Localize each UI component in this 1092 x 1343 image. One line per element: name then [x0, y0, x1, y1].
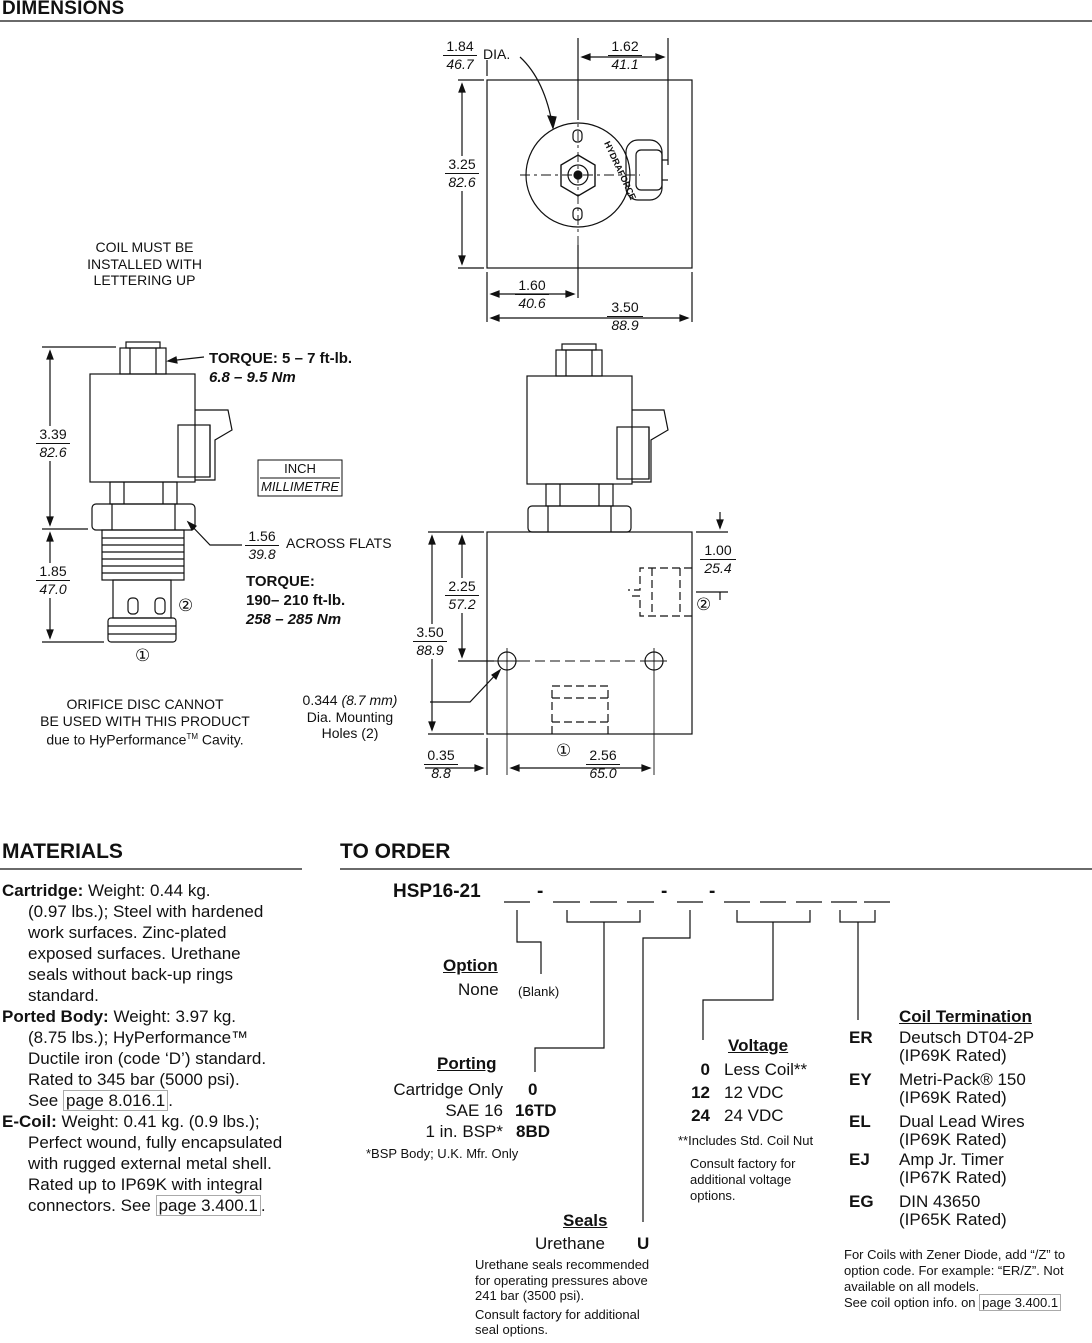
torque-body-metric: 258 – 285 Nm [246, 611, 342, 628]
dimensions-heading: DIMENSIONS [2, 0, 125, 19]
porting-title: Porting [437, 1054, 497, 1073]
across-flats-label: ACROSS FLATS [286, 535, 392, 551]
order-code-lines [504, 901, 890, 1222]
seals-title: Seals [563, 1211, 608, 1230]
port-2-marker-right: ② [696, 595, 712, 614]
unit-legend-inch: INCH [284, 461, 316, 476]
orifice-note-line-1: ORIFICE DISC CANNOT [66, 696, 224, 712]
code-separator-3: - [709, 881, 716, 902]
coil-note: COIL MUST BE INSTALLED WITH LETTERING UP [72, 239, 217, 289]
dia-label: DIA. [483, 46, 511, 62]
coil-note-line-3: LETTERING UP [93, 272, 196, 288]
coil-termination-notes: For Coils with Zener Diode, add “/Z” to … [844, 1247, 1066, 1311]
voltage-notes: Consult factory for additional voltage o… [690, 1156, 796, 1203]
torque-body-label: TORQUE: [246, 573, 315, 590]
top-view-drawing: HYDRAFORCE [458, 38, 693, 322]
option-title: Option [443, 956, 498, 975]
torque-body-imperial: 190– 210 ft-lb. [246, 592, 346, 609]
port-2-marker-left: ② [178, 596, 194, 615]
option-none-label: None [458, 980, 499, 999]
cartridge-side-drawing [42, 341, 242, 643]
coil-option-page-link[interactable]: page 3.400.1 [979, 1294, 1062, 1311]
cartridge-line-1: Cartridge: Weight: 0.44 kg. [2, 881, 211, 900]
coil-note-line-2: INSTALLED WITH [87, 255, 202, 272]
orifice-note-line-2: BE USED WITH THIS PRODUCT [40, 712, 250, 729]
voltage-title: Voltage [728, 1036, 789, 1055]
porting-row-bsp: 1 in. BSP*8BD [425, 1122, 551, 1141]
coil-termination-title: Coil Termination [899, 1007, 1032, 1026]
ported-body-page-link[interactable]: page 8.016.1 [62, 1090, 169, 1111]
coil-note-line-1: COIL MUST BE [95, 239, 194, 255]
code-separator-2: - [661, 881, 668, 902]
model-code: HSP16-21 [393, 881, 481, 902]
port-1-marker-left: ① [135, 646, 151, 665]
torque-nut-note: TORQUE: 5 – 7 ft-lb. 6.8 – 9.5 Nm [209, 349, 352, 387]
code-separators: - [537, 881, 544, 902]
mounting-hole-note: 0.344 (8.7 mm) Dia. Mounting Holes (2) [302, 692, 398, 741]
seals-notes: Urethane seals recommended for operating… [475, 1257, 650, 1337]
option-blank-code: (Blank) [518, 984, 560, 999]
ported-body-line-1: Ported Body: Weight: 3.97 kg. [2, 1007, 236, 1026]
torque-body-note: TORQUE: 190– 210 ft-lb. 258 – 285 Nm [246, 572, 345, 629]
materials-list: Cartridge: Weight: 0.44 kg. (0.97 lbs.);… [2, 880, 302, 1216]
ecoil-line-1: E-Coil: Weight: 0.41 kg. (0.9 lbs.); [2, 1112, 260, 1131]
orifice-note-line-3: due to HyPerformanceTM Cavity. [46, 731, 244, 748]
brand-text: HYDRAFORCE [602, 140, 638, 202]
order-heading: TO ORDER [340, 840, 451, 863]
voltage-footnote: **Includes Std. Coil Nut [678, 1133, 814, 1148]
seals-urethane-label: Urethane [535, 1234, 605, 1253]
torque-nut-metric: 6.8 – 9.5 Nm [209, 369, 296, 386]
torque-nut-label: TORQUE: 5 – 7 ft-lb. [209, 350, 353, 367]
port-1-marker-right: ① [556, 741, 572, 760]
porting-note: *BSP Body; U.K. Mfr. Only [366, 1146, 519, 1161]
unit-legend-box [257, 459, 343, 497]
body-side-drawing [425, 343, 728, 775]
materials-heading: MATERIALS [2, 840, 123, 863]
orifice-note: ORIFICE DISC CANNOT BE USED WITH THIS PR… [20, 696, 270, 748]
unit-legend-mm: MILLIMETRE [260, 479, 339, 494]
seals-urethane-code: U [637, 1234, 650, 1253]
ecoil-page-link[interactable]: page 3.400.1 [155, 1195, 261, 1216]
